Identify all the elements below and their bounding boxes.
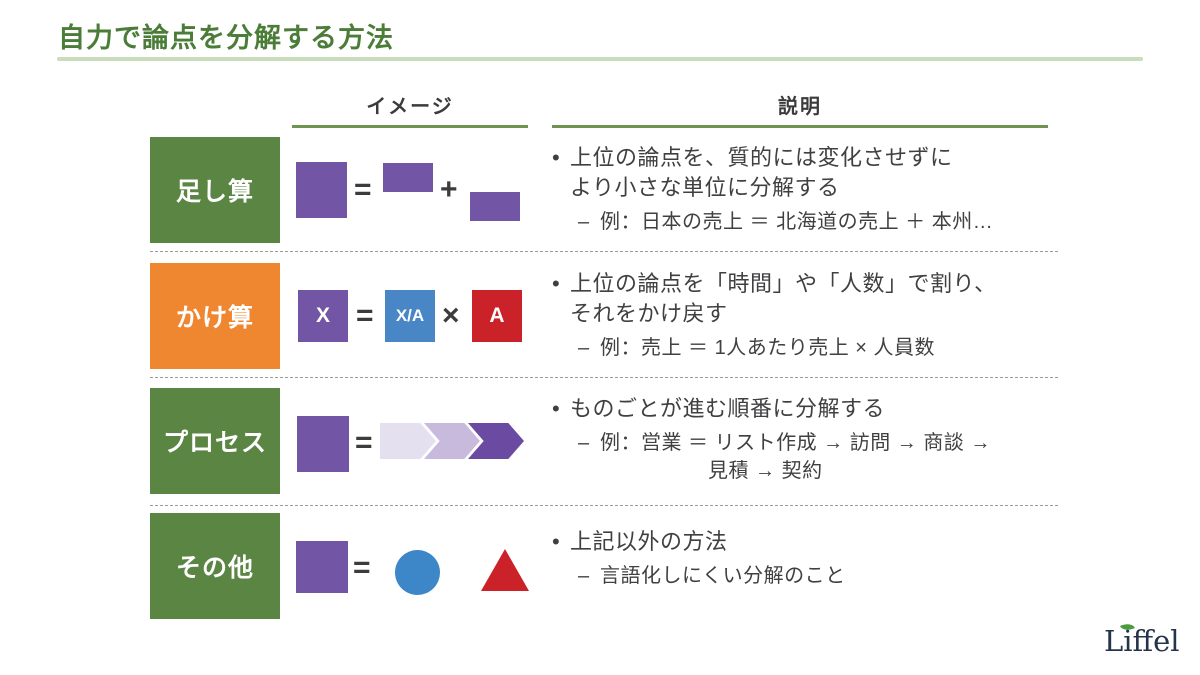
column-header-image: イメージ [292,90,528,128]
part-rect-bottom-shape [470,192,520,221]
bullet-marker: • [552,396,560,421]
dash-marker: – [578,337,590,359]
image-cell-other: = [292,513,532,619]
table-row-multiplication: かけ算 X = X/A × A • 上位の論点を「時間」や「人数」で割り、 それ… [150,263,1060,369]
row-label-addition: 足し算 [150,137,280,243]
row-separator [150,505,1058,506]
bullet-marker: • [552,529,560,554]
page-title: 自力で論点を分解する方法 [58,23,394,53]
whole-square-shape [296,541,348,593]
example-text: 例：売上 ＝ 1人あたり売上 × 人員数 [600,337,936,359]
plus-sign: + [440,173,458,206]
description-text: 上位の論点を「時間」や「人数」で割り、 [570,271,997,296]
description-other: • 上記以外の方法 – 言語化しにくい分解のこと [552,527,1060,590]
title-underline [57,57,1143,61]
equals-sign: = [353,551,371,584]
description-addition: • 上位の論点を、質的には変化させずに より小さな単位に分解する – 例：日本の… [552,143,1060,236]
table-row-other: その他 = • 上記以外の方法 – 言語化しにくい分解のこと [150,513,1060,619]
triangle-shape [481,549,529,591]
example-text: 例：日本の売上 ＝ 北海道の売上 ＋ 本州… [600,211,994,233]
dash-marker: – [578,211,590,233]
whole-square-shape [297,416,349,472]
x-square-shape: X [298,290,348,342]
bullet-marker: • [552,145,560,170]
dash-marker: – [578,565,590,587]
multiply-sign: × [442,299,460,332]
company-logo: Liffel [1104,620,1190,666]
image-cell-addition: = + [292,137,532,243]
table-row-process: プロセス = • ものごとが進む順番に分解する – 例：営業 ＝ リスト作成 →… [150,388,1060,494]
row-separator [150,251,1058,252]
equals-sign: = [355,426,373,459]
row-label-other: その他 [150,513,280,619]
row-label-multiplication: かけ算 [150,263,280,369]
xa-square-shape: X/A [385,290,435,342]
description-multiplication: • 上位の論点を「時間」や「人数」で割り、 それをかけ戻す – 例：売上 ＝ 1… [552,269,1060,362]
circle-shape [395,550,440,595]
example-text-continued: 見積 → 契約 [708,460,823,482]
example-text: 例：営業 ＝ リスト作成 → 訪問 → 商談 → [600,432,991,454]
whole-square-shape [296,162,347,218]
image-cell-multiplication: X = X/A × A [292,263,532,369]
image-cell-process: = [292,388,532,494]
bullet-marker: • [552,271,560,296]
description-text: より小さな単位に分解する [570,175,840,200]
chevron-step-1-shape [380,423,436,459]
table-row-addition: 足し算 = + • 上位の論点を、質的には変化させずに より小さな単位に分解する… [150,137,1060,243]
description-text: ものごとが進む順番に分解する [570,396,886,421]
description-text: それをかけ戻す [570,301,728,326]
description-process: • ものごとが進む順番に分解する – 例：営業 ＝ リスト作成 → 訪問 → 商… [552,394,1060,485]
row-separator [150,377,1058,378]
equals-sign: = [354,173,372,206]
dash-marker: – [578,432,590,454]
row-label-process: プロセス [150,388,280,494]
equals-sign: = [356,299,374,332]
description-text: 上位の論点を、質的には変化させずに [570,145,953,170]
a-square-shape: A [472,290,522,342]
part-rect-top-shape [383,163,433,192]
column-header-description: 説明 [552,90,1048,128]
example-text: 言語化しにくい分解のこと [600,565,846,587]
description-text: 上記以外の方法 [570,529,728,554]
logo-text: Liffel [1104,624,1180,658]
process-chevrons [380,423,524,459]
